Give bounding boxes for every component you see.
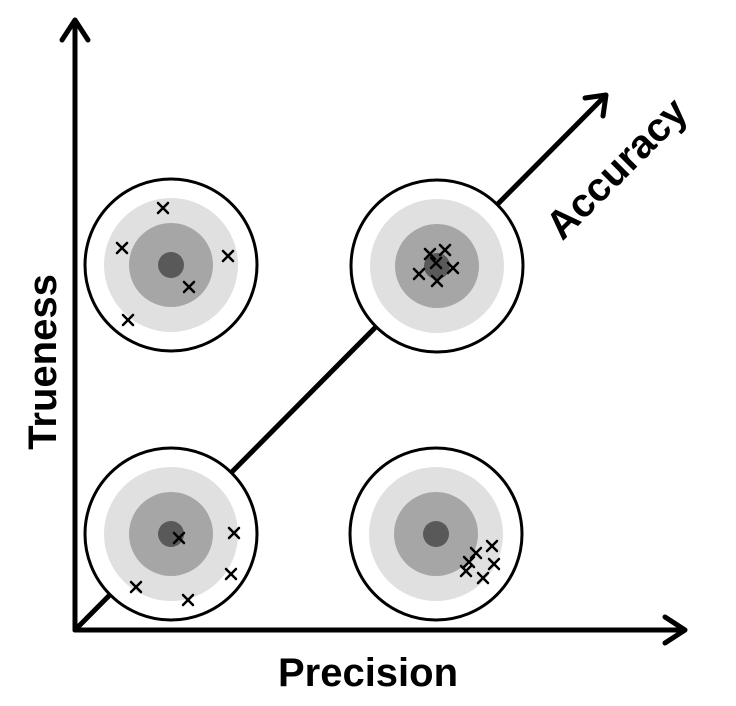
hit-marker-icon xyxy=(462,555,476,569)
hit-marker-icon xyxy=(430,274,444,288)
hit-marker-icon xyxy=(156,201,170,215)
hit-marker-icon xyxy=(476,571,490,585)
target-bottom-left xyxy=(83,446,259,622)
target-top-left xyxy=(83,177,259,353)
hit-marker-icon xyxy=(221,249,235,263)
target-top-right xyxy=(349,178,525,354)
x-axis-label: Precision xyxy=(278,651,458,695)
target-bullseye xyxy=(158,521,184,547)
hit-marker-icon xyxy=(181,593,195,607)
hit-marker-icon xyxy=(129,580,143,594)
target-bullseye xyxy=(423,521,449,547)
hit-marker-icon xyxy=(412,267,426,281)
hit-marker-icon xyxy=(487,557,501,571)
x-axis-arrowhead xyxy=(662,614,688,646)
hit-marker-icon xyxy=(485,539,499,553)
hit-marker-icon xyxy=(429,256,443,270)
y-axis-arrowhead xyxy=(59,17,91,43)
hit-marker-icon xyxy=(459,564,473,578)
y-axis-label: Trueness xyxy=(21,274,65,450)
target-bottom-right xyxy=(348,446,524,622)
hit-marker-icon xyxy=(446,261,460,275)
hit-marker-icon xyxy=(224,567,238,581)
hit-marker-icon xyxy=(172,531,186,545)
hit-marker-icon xyxy=(469,546,483,560)
target-bullseye xyxy=(158,252,184,278)
target-bullseye xyxy=(424,253,450,279)
hit-marker-icon xyxy=(182,280,196,294)
diagonal-label: Accuracy xyxy=(538,89,697,248)
hit-marker-icon xyxy=(121,313,135,327)
hit-markers xyxy=(115,201,501,607)
hit-marker-icon xyxy=(438,243,452,257)
hit-marker-icon xyxy=(115,241,129,255)
hit-marker-icon xyxy=(423,247,437,261)
accuracy-arrowhead xyxy=(582,92,609,119)
hit-marker-icon xyxy=(227,526,241,540)
